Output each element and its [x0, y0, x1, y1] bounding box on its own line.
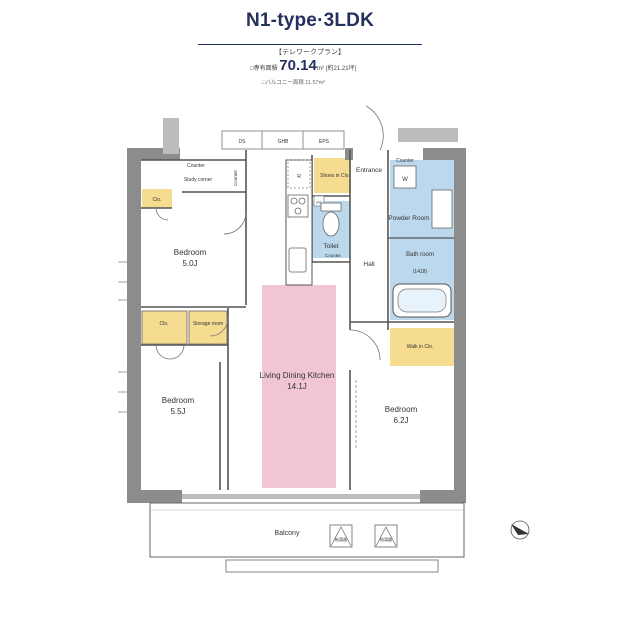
outdoor-unit-1-label: 給湯器 [335, 536, 347, 542]
toilet-counter-label: Counter [325, 253, 342, 258]
counter-vertical-label: Counter [233, 169, 238, 186]
plan-subtitle: 【テレワークプラン】 [275, 49, 345, 56]
storage-outline [188, 310, 228, 345]
toilet-tank [320, 202, 342, 212]
storage-label: Storage room [193, 321, 223, 327]
outdoor-unit-2-label: 給湯器 [380, 536, 392, 542]
column-top [345, 148, 353, 160]
floor-area-tsubo: (約21.21坪) [325, 66, 357, 72]
washer-label: W [402, 177, 408, 183]
clo-mid-outline [141, 310, 188, 345]
bath-room-label: Bath room [406, 252, 434, 258]
ldk-highlight [262, 285, 336, 488]
shoes-label: Shoes in Clo. [320, 173, 350, 179]
floor-area-label: □専有面積 [250, 66, 278, 72]
plan-title: N1-type·3LDK [245, 10, 375, 31]
clo-mid-label: Clo. [160, 321, 169, 327]
duct-label-eps: EPS [319, 139, 330, 145]
kitchen-sink [288, 247, 307, 273]
floor-area-value: 70.14 [279, 57, 317, 74]
fridge-space [287, 159, 311, 189]
clo-small-area [142, 189, 172, 208]
door-swings [155, 105, 384, 361]
floor-area: □専有面積 70.14m² (約21.21坪) [250, 57, 357, 74]
storage-area [189, 311, 227, 344]
north-arrow-icon [510, 520, 530, 540]
bath-size-label: (1418) [413, 269, 428, 275]
bedroom-2-name: Bedroom [162, 396, 195, 405]
cooktop [287, 194, 309, 218]
floor-area-unit: m² [316, 66, 324, 72]
hall-label: Hall [363, 261, 375, 268]
entrance-label: Entrance [356, 167, 382, 174]
pantry-box [313, 195, 325, 207]
wall-bottom-strip [182, 494, 420, 499]
balcony-area: □バルコニー面積 11.57m² [262, 80, 326, 86]
study-corner-label: Study corner [184, 177, 213, 183]
bedroom-1-name: Bedroom [174, 248, 207, 257]
outdoor-unit-2-icon [375, 526, 397, 547]
counter-top-label: Counter [187, 163, 205, 169]
vanity-sink [431, 189, 453, 229]
washer-box [393, 165, 417, 189]
title-underline [198, 44, 422, 45]
duct-label-ds: DS [239, 139, 247, 145]
bedroom-2-size: 5.5J [170, 407, 185, 416]
bathtub-inner [397, 288, 447, 313]
counter-right-label: Counter [396, 158, 414, 164]
outdoor-unit-2 [374, 524, 398, 548]
clo-small-label: Clo. [153, 197, 162, 203]
wall-left [127, 148, 141, 503]
clo-mid-area [142, 311, 187, 344]
walk-in-area [390, 328, 454, 366]
window-marks [118, 261, 357, 450]
balcony-floor [149, 502, 465, 558]
outdoor-unit-1-icon [330, 526, 352, 547]
fridge-label: R [297, 174, 301, 180]
burner-icon [294, 207, 302, 215]
ldk-name: Living Dining Kitchen [260, 371, 335, 380]
balcony-label: Balcony [275, 530, 300, 537]
burner-icon [298, 197, 306, 205]
burner-icon [290, 197, 298, 205]
duct-strip [221, 130, 345, 150]
toilet-label: Toilet [323, 243, 338, 250]
wall-right-upper [398, 128, 458, 142]
bedroom-3-size: 6.2J [393, 416, 408, 425]
wall-left-upper [163, 118, 179, 154]
pantry-label: PS [316, 200, 322, 205]
shoes-closet [314, 158, 351, 193]
duct-label-ghb: GHB [278, 139, 290, 145]
wall-bottom-right [420, 490, 466, 503]
toilet-bowl [322, 211, 340, 237]
bedroom-1-size: 5.0J [182, 259, 197, 268]
wall-right [454, 148, 466, 503]
outdoor-unit-1 [329, 524, 353, 548]
walk-in-label: Walk in Clo. [407, 344, 434, 350]
powder-room-label: Powder Room [388, 215, 429, 222]
ldk-size: 14.1J [287, 382, 307, 391]
balcony-rail [225, 559, 439, 573]
wall-bottom-left [127, 490, 182, 503]
bedroom-3-name: Bedroom [385, 405, 418, 414]
interior-walls [141, 150, 454, 490]
